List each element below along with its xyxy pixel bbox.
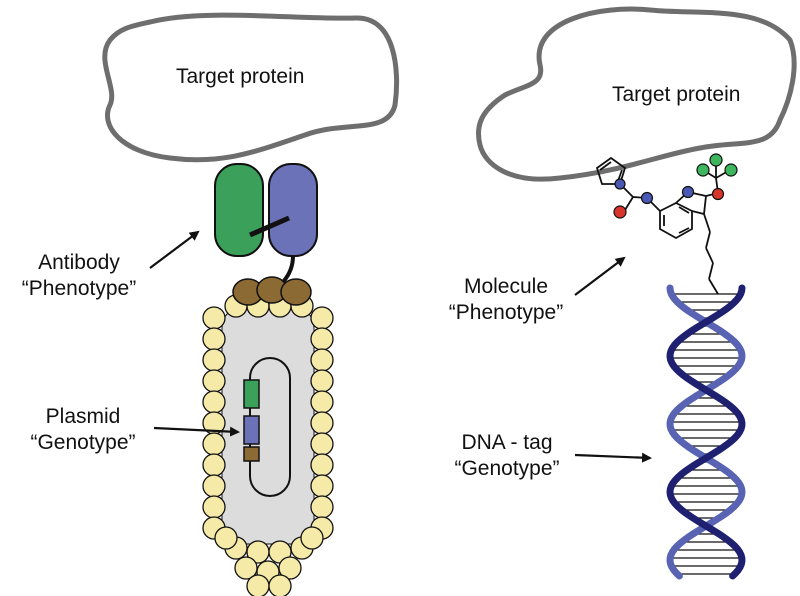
arrow-dna-genotype [574,452,652,463]
cell-bead [234,556,258,580]
coat-protein [280,278,312,306]
dna-tag-label: DNA - tag [461,431,553,454]
molecule-atoms [613,153,738,219]
target-protein-label-right: Target protein [612,83,741,106]
cell-bead [202,306,226,330]
pyrrole-ring [595,156,627,185]
cell-interior [221,305,315,545]
dna-genotype-label: “Genotype” [454,457,560,480]
cell-bead [202,348,226,372]
small-molecule [595,156,731,295]
atom-fluorine [696,163,710,177]
cell-bead [202,474,226,498]
plasmid-genotype-label: “Genotype” [30,431,136,454]
plasmid-gene-brown [243,446,260,462]
antibody [214,163,318,284]
plasmid-gene-green [243,379,260,409]
cell-bead [310,348,334,372]
coat-proteins [232,276,312,306]
target-protein-blob-right [475,6,797,182]
molecule-phenotype-label: “Phenotype” [448,301,564,324]
atom-nitrogen [640,191,654,205]
phage-cell [202,276,334,596]
atom-fluorine [709,153,723,167]
atom-oxygen [613,205,627,219]
cell-bead [310,306,334,330]
atom-oxygen [711,187,725,201]
cell-bead [202,495,226,519]
cell-bead [214,526,238,550]
antibody-disulfide-bond [249,215,290,238]
cell-bead [246,574,270,596]
cell-bead [202,369,226,393]
antibody-light-chain [268,163,318,257]
atom-nitrogen [681,185,695,199]
cell-bead [202,432,226,456]
arrow-molecule-phenotype [574,256,626,296]
antibody-heavy-chain [214,163,264,257]
cell-bead [310,390,334,414]
atom-fluorine [724,163,738,177]
cell-bead [310,453,334,477]
cell-bead [310,432,334,456]
cell-bead [278,556,302,580]
cell-bead [300,526,324,550]
arrow-antibody-phenotype [149,230,200,269]
antibody-phenotype-label: “Phenotype” [21,277,137,300]
cell-bead [310,411,334,435]
cell-bead [310,327,334,351]
molecule-label: Molecule [463,275,549,298]
cell-bead [268,574,292,596]
antibody-linker [281,255,295,284]
arrow-plasmid-genotype [153,426,240,437]
antibody-label: Antibody [38,251,120,274]
dna-double-helix [666,284,746,580]
target-protein-blob-left [102,12,400,163]
target-protein-label-left: Target protein [176,65,305,88]
cell-bead [310,474,334,498]
atom-nitrogen [614,178,626,190]
cell-bead [202,327,226,351]
cell-bead [310,495,334,519]
plasmid-gene-blue [243,415,260,445]
plasmid-label: Plasmid [45,405,121,428]
dna-strand-light [666,284,746,580]
cell-bead [310,369,334,393]
dna-strand-dark [666,284,746,580]
cell-bead [202,390,226,414]
cell-bead [202,453,226,477]
